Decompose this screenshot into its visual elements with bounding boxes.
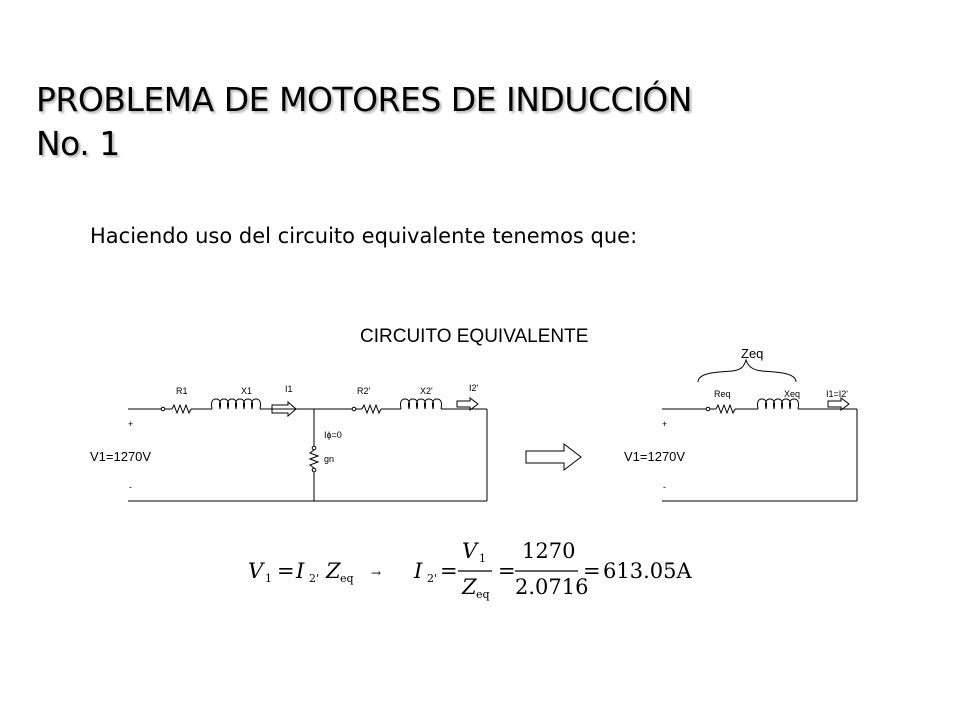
title-line-1: PROBLEMA DE MOTORES DE INDUCCIÓN: [36, 80, 692, 119]
i1-arrow-icon: [271, 400, 297, 418]
right-plus-sign: +: [662, 419, 667, 429]
r2-label: R2': [357, 386, 371, 396]
eq-v-sub: 1: [265, 572, 272, 585]
diagram-heading: CIRCUITO EQUIVALENTE: [360, 326, 589, 347]
right-source-label: V1=1270V: [624, 449, 685, 464]
eq-v: V: [248, 559, 265, 583]
x2-label: X2': [420, 386, 433, 396]
r1-label: R1: [176, 386, 188, 396]
gn-resistor: [308, 449, 320, 469]
eq2-equals-2: =: [498, 559, 516, 583]
frac1-num-sub: 1: [479, 552, 486, 565]
frac1-den-sub: eq: [476, 588, 490, 601]
req-resistor: [715, 403, 736, 415]
current-label: I1=I2': [826, 389, 848, 399]
eq-i: I: [295, 559, 305, 583]
right-circuit: [662, 358, 858, 502]
implies-arrow-icon: →: [371, 566, 381, 580]
right-minus-sign: -: [663, 482, 666, 492]
i1-label: I1: [285, 384, 293, 394]
frac1-num-v: V: [462, 539, 479, 563]
left-source-label: V1=1270V: [90, 449, 151, 464]
title-line-2: No. 1: [36, 124, 120, 163]
eq2-i-sub: 2': [427, 572, 437, 585]
x2-inductor: [400, 398, 442, 410]
i2-arrow-icon: [456, 397, 479, 411]
eq-i-sub: 2': [309, 572, 319, 585]
x1-inductor: [211, 398, 261, 410]
eq2-equals-1: =: [440, 559, 458, 583]
eq-equals-1: =: [277, 559, 295, 583]
left-circuit: [128, 397, 488, 502]
left-terminal-plus: [160, 406, 166, 412]
frac1-den-z: Z: [461, 575, 477, 599]
frac2-denominator: 2.0716: [515, 575, 588, 599]
i2-label: I2': [469, 383, 479, 393]
iphi-label: Iϕ=0: [324, 430, 342, 440]
r2-resistor: [361, 403, 382, 415]
eq-z: Z: [325, 559, 341, 583]
i1-i2-arrow-icon: [827, 397, 850, 411]
x1-label: X1: [241, 386, 252, 396]
xeq-inductor: [757, 398, 799, 410]
xeq-label: Xeq: [784, 389, 800, 399]
left-minus-sign: -: [129, 482, 132, 492]
subtitle: Haciendo uso del circuito equivalente te…: [90, 224, 638, 248]
gn-label: gn: [324, 454, 334, 464]
slide-title: PROBLEMA DE MOTORES DE INDUCCIÓN No. 1: [36, 78, 692, 166]
zeq-label: Zeq: [741, 346, 763, 361]
eq-z-sub: eq: [340, 572, 354, 585]
req-label: Req: [714, 389, 731, 399]
left-plus-sign: +: [128, 419, 133, 429]
transform-arrow-icon: [525, 442, 582, 472]
result-value: 613.05A: [603, 559, 692, 583]
eq2-equals-3: =: [583, 559, 601, 583]
equation: V 1 = I 2' Z eq → I 2' = V 1 Z eq = 1270…: [248, 539, 692, 601]
frac2-numerator: 1270: [522, 539, 575, 563]
r1-resistor: [171, 403, 192, 415]
zeq-brace: [697, 358, 797, 383]
eq2-i: I: [413, 559, 423, 583]
